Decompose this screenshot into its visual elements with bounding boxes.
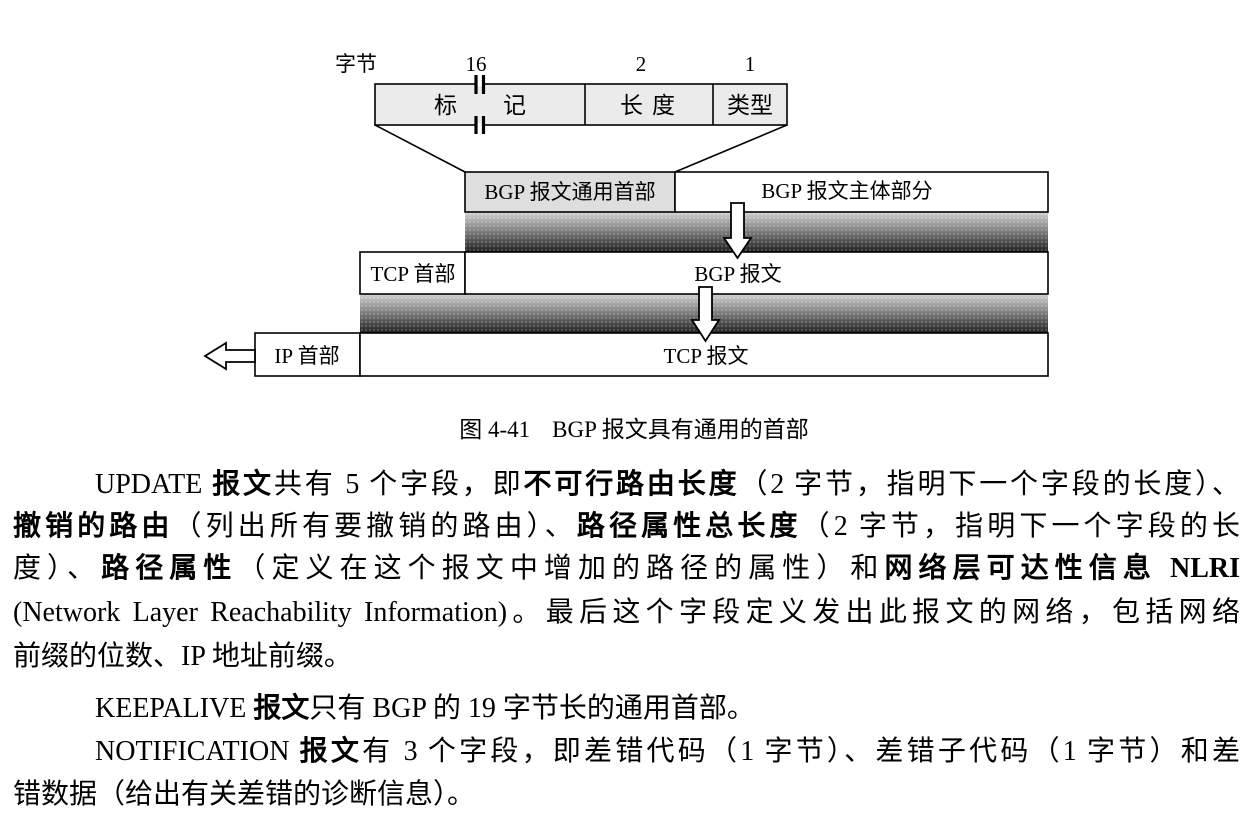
bgp-encapsulation-diagram: 字节 16 2 1 标 记 长 度 类型 bbox=[203, 52, 1049, 377]
text-run: (Network Layer Reachability Information)… bbox=[13, 597, 1240, 628]
ip-datagram-row: IP 首部 TCP 报文 bbox=[254, 332, 1049, 377]
figure-title: BGP 报文具有通用的首部 bbox=[552, 417, 809, 442]
break-mark-top bbox=[474, 75, 486, 94]
length-field-label: 长 度 bbox=[620, 93, 675, 118]
text-run: 错数据（给出有关差错的诊断信息）。 bbox=[13, 779, 476, 810]
update-paragraph-line-5: 前缀的位数、IP 地址前缀。 bbox=[13, 640, 1240, 674]
break-gap bbox=[477, 82, 482, 86]
break-gap bbox=[477, 123, 482, 127]
bgp-header-label: BGP 报文通用首部 bbox=[484, 180, 655, 204]
update-paragraph-line-4: (Network Layer Reachability Information)… bbox=[13, 596, 1240, 630]
bgp-header-format: 标 记 长 度 类型 bbox=[374, 75, 788, 134]
tcp-body-label: BGP 报文 bbox=[694, 262, 781, 286]
projection-line-right bbox=[674, 124, 788, 173]
message-term: 报文 bbox=[299, 736, 363, 767]
term-path-attributes: 路径属性 bbox=[101, 553, 238, 584]
left-arrow-icon bbox=[203, 341, 256, 371]
update-paragraph-line-2: 撤销的路由（列出所有要撤销的路由）、路径属性总长度（2 字节，指明下一个字段的长 bbox=[13, 510, 1240, 544]
shade-halftone bbox=[465, 212, 1048, 252]
update-paragraph-line-1: UPDATE 报文共有 5 个字段，即不可行路由长度（2 字节，指明下一个字段的… bbox=[95, 468, 1240, 502]
type-field-label: 类型 bbox=[727, 93, 773, 118]
message-term: 报文 bbox=[212, 469, 274, 500]
ip-header-label: IP 首部 bbox=[274, 344, 339, 368]
text-run: 有 3 个字段，即差错代码（1 字节）、差错子代码（1 字节）和差 bbox=[362, 736, 1240, 767]
bgp-header-cell bbox=[464, 171, 676, 213]
tcp-header-label: TCP 首部 bbox=[371, 262, 456, 286]
figure-number: 图 4-41 bbox=[459, 417, 531, 442]
tcp-header-cell bbox=[359, 251, 466, 295]
projection-line-left bbox=[374, 124, 466, 173]
notification-keyword: NOTIFICATION bbox=[95, 736, 300, 767]
break-mark-bottom bbox=[474, 116, 486, 134]
header-format-box bbox=[374, 83, 788, 126]
bgp-message-row: BGP 报文通用首部 BGP 报文主体部分 bbox=[464, 171, 1049, 213]
term-withdrawn-routes: 撤销的路由 bbox=[13, 511, 174, 542]
text-run: 度）、 bbox=[13, 553, 102, 584]
down-arrow-icon bbox=[690, 286, 721, 343]
marker-size-label: 16 bbox=[466, 52, 487, 76]
length-size-label: 2 bbox=[636, 52, 647, 76]
text-run: （列出所有要撤销的路由）、 bbox=[173, 511, 577, 542]
notification-paragraph-line-2: 错数据（给出有关差错的诊断信息）。 bbox=[13, 778, 1240, 812]
message-term: 报文 bbox=[253, 693, 310, 724]
text-run: 只有 BGP 的 19 字节长的通用首部。 bbox=[309, 693, 755, 724]
ip-body-label: TCP 报文 bbox=[664, 344, 749, 368]
marker-field-label: 标 记 bbox=[434, 93, 526, 118]
shade-band-bgp-to-tcp bbox=[465, 212, 1048, 252]
down-arrow-icon bbox=[722, 202, 753, 260]
update-paragraph-line-3: 度）、路径属性（定义在这个报文中增加的路径的属性）和网络层可达性信息 NLRI bbox=[13, 552, 1240, 586]
tcp-segment-row: TCP 首部 BGP 报文 bbox=[359, 251, 1049, 295]
term-nlri: 网络层可达性信息 NLRI bbox=[884, 553, 1240, 584]
text-run: （定义在这个报文中增加的路径的属性）和 bbox=[237, 553, 885, 584]
tcp-body-cell bbox=[464, 251, 1049, 295]
update-keyword: UPDATE bbox=[95, 469, 213, 500]
text-run: （2 字节，指明下一个字段的长度）、 bbox=[739, 469, 1240, 500]
bgp-body-label: BGP 报文主体部分 bbox=[761, 179, 932, 203]
text-run: （2 字节，指明下一个字段的长 bbox=[801, 511, 1240, 542]
term-path-attributes-length: 路径属性总长度 bbox=[576, 511, 802, 542]
keepalive-keyword: KEEPALIVE bbox=[95, 693, 254, 724]
notification-paragraph-line-1: NOTIFICATION 报文有 3 个字段，即差错代码（1 字节）、差错子代码… bbox=[95, 735, 1240, 769]
figure-caption: 图 4-41 BGP 报文具有通用的首部 bbox=[15, 414, 1253, 446]
type-size-label: 1 bbox=[745, 52, 756, 76]
keepalive-paragraph-line-1: KEEPALIVE 报文只有 BGP 的 19 字节长的通用首部。 bbox=[95, 692, 1240, 726]
text-run: 共有 5 个字段，即 bbox=[273, 469, 524, 500]
byte-unit-label: 字节 bbox=[335, 52, 377, 76]
text-run: 前缀的位数、IP 地址前缀。 bbox=[13, 641, 352, 672]
term-unfeasible-routes-length: 不可行路由长度 bbox=[523, 469, 740, 500]
